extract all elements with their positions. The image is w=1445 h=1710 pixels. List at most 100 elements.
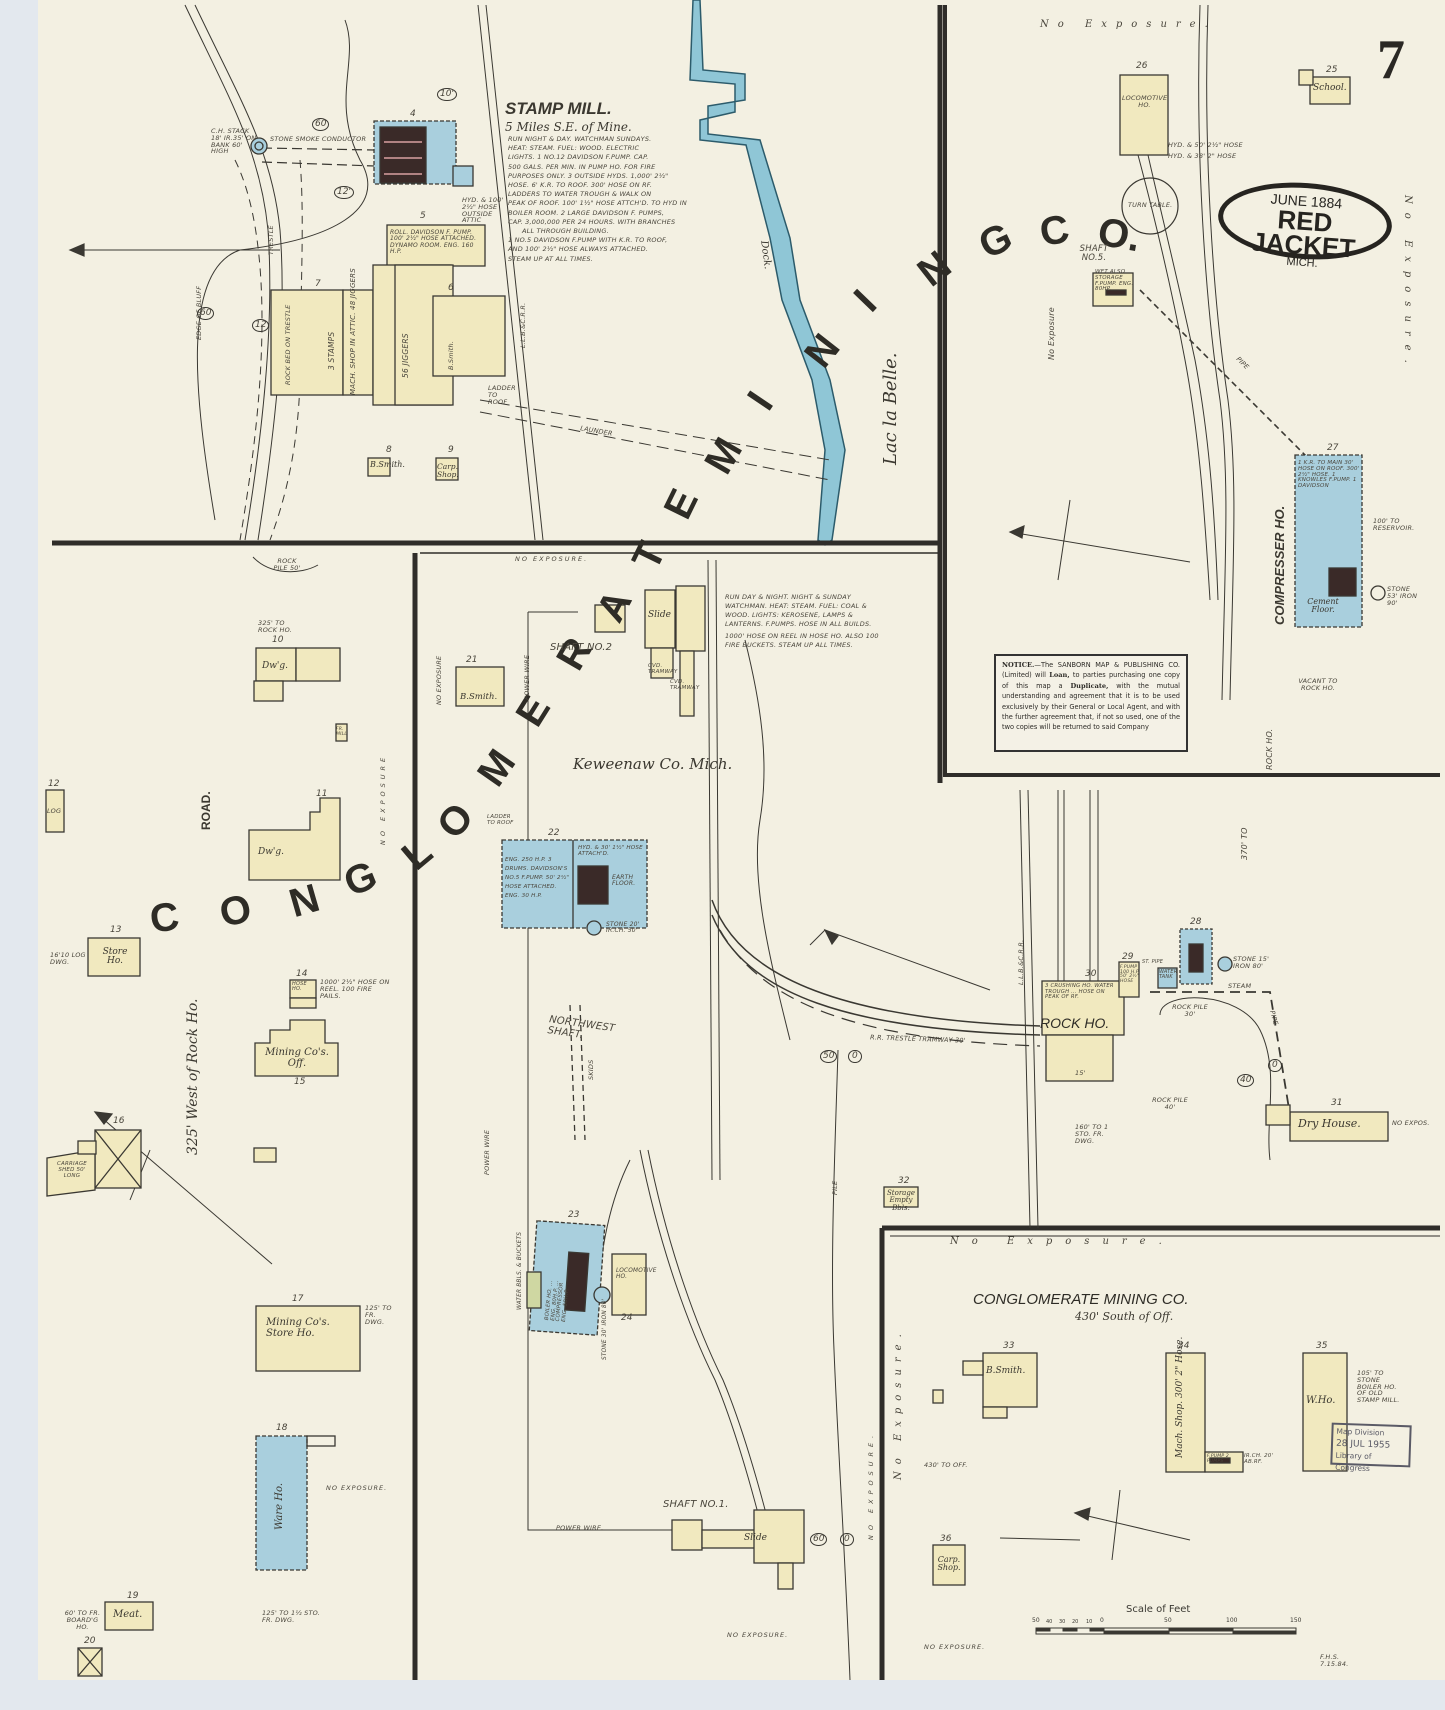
building-36-carpenter-shop [932, 1544, 966, 1586]
stamp-mill-title: STAMP MILL. [505, 99, 612, 118]
building-9 [435, 457, 459, 481]
height-marker: 12 [252, 319, 270, 333]
building-number: 31 [1331, 1098, 1343, 1108]
building-label: Dw'g. [258, 847, 285, 857]
scale-tick: 50 [1164, 1617, 1172, 1624]
large-letter: C [147, 894, 182, 942]
building-number: 20 [84, 1636, 96, 1646]
building-number: 34 [1178, 1341, 1190, 1351]
annotation: HYD. & 50' 2½" HOSE [1168, 141, 1243, 149]
building-label: LOG [47, 807, 62, 815]
building-number: 28 [1190, 917, 1202, 927]
annotation: ST. PIPE [1142, 959, 1164, 965]
building-number: 27 [1327, 443, 1339, 453]
building-label: 56 JIGGERS [401, 333, 410, 378]
notice-text: with the mutual understanding and agreem… [1002, 681, 1180, 732]
building-label: Carp. Shop. [437, 462, 459, 479]
height-marker: 0 [1268, 1059, 1282, 1073]
stamp-line: Library of Congress [1335, 1450, 1372, 1473]
note-line: PURPOSES ONLY. 3 OUTSIDE HYDS. 1,000' 2½… [508, 171, 669, 180]
note-line: HOSE. 6' K.R. TO ROOF. 300' HOSE ON RF. [508, 181, 653, 190]
building-5 [386, 224, 486, 267]
notice-loan: Loan, [1049, 671, 1070, 680]
annotation: STONE 53' IRON 90' [1387, 585, 1418, 607]
stamp-mill-notes: RUN NIGHT & DAY. WATCHMAN SUNDAYS. HEAT:… [508, 135, 687, 264]
building-label: Mining Co's. Store Ho. [266, 1317, 330, 1339]
tramway-label: CVD. TRAMWAY [670, 679, 700, 691]
building-label: Store Ho. [102, 947, 128, 967]
stamp-mill-subtitle: 5 Miles S.E. of Mine. [505, 120, 632, 134]
building-number: 19 [127, 1591, 139, 1601]
building-34-machine-shop [1165, 1352, 1206, 1473]
building-number: 7 [315, 279, 321, 289]
building-13 [87, 937, 141, 977]
publisher-notice: NOTICE.—The SANBORN MAP & PUBLISHING CO.… [994, 654, 1188, 752]
water-tank [1157, 967, 1178, 989]
annotation: 370' TO [1240, 827, 1249, 860]
building-number: 16 [113, 1116, 125, 1126]
building-12 [45, 789, 65, 833]
building-number: 17 [292, 1294, 304, 1304]
building-number: 10 [272, 635, 284, 645]
building-label: ENG. 250 H.P. 3 DRUMS. DAVIDSON'S NO.5 F… [505, 857, 570, 899]
building-number: 5 [420, 211, 426, 221]
sheet-number: 7 [1377, 29, 1405, 91]
building-6 [432, 295, 506, 377]
annotation: ROCK PILE 50' [273, 557, 301, 572]
building-number: 33 [1003, 1341, 1015, 1351]
building-label: COMPRESSER HO. [1272, 505, 1287, 625]
slide-label: Slide [648, 610, 672, 620]
building-label: School. [1313, 83, 1347, 93]
building-29 [1118, 961, 1140, 998]
note-line: AND 100' 2½" HOSE ALWAYS ATTACHED. [508, 245, 649, 254]
building-11 [248, 797, 341, 881]
annotation: SKIDS [587, 1059, 595, 1080]
height-marker: 10' [437, 88, 457, 102]
building-label: EARTH FLOOR. [612, 874, 636, 888]
distance-label: 325' West of Rock Ho. [185, 998, 201, 1155]
height-marker: 60 [197, 307, 215, 321]
note-line: BOILER ROOM. 2 LARGE DAVIDSON F. PUMPS, [508, 208, 665, 217]
building-label: B.Smith. [460, 692, 498, 702]
note-line: 500 GALS. PER MIN. IN PUMP HO. FOR FIRE [508, 162, 656, 171]
exposure-label: NO EXPOSURE. [515, 555, 589, 563]
building-19-meat [104, 1601, 154, 1631]
annotation: LADDER TO ROOF [488, 384, 516, 406]
scale-tick: 30 [1059, 1619, 1066, 1625]
annotation: 430' TO OFF. [924, 1461, 968, 1469]
building-18-ware-house [255, 1435, 308, 1571]
annotation: FR. MILL [336, 727, 348, 737]
scale-tick: 150 [1290, 1617, 1302, 1624]
building-25-school [1309, 76, 1351, 105]
scale-tick: 20 [1072, 1619, 1079, 1625]
building-number: 35 [1316, 1341, 1328, 1351]
building-number: 13 [110, 925, 122, 935]
slide-shaft-2 [594, 604, 626, 633]
building-label: Dw'g. [262, 661, 289, 671]
shaft-label: SHAFT NO.2 [550, 642, 613, 653]
annotation: 125' TO FR. DWG. [365, 1304, 392, 1326]
building-number: 21 [466, 655, 478, 665]
building-label: 3 CRUSHING HO. WATER TROUGH ... HOSE ON … [1045, 983, 1114, 1001]
annotation: ROCK HO. [1265, 728, 1274, 770]
annotation: 325' TO ROCK HO. [258, 619, 292, 634]
building-label: ROCK BED ON TRESTLE [284, 304, 292, 385]
building-number: 23 [568, 1210, 580, 1220]
annotation: IR.CH. 20' AB.RF. [1244, 1453, 1274, 1465]
building-number: 11 [316, 789, 328, 799]
building-15 [254, 1019, 339, 1077]
note-line: 1000' HOSE ON REEL IN HOSE HO. ALSO 100 [725, 632, 879, 640]
annotation: 15' [1075, 1069, 1086, 1077]
annotation: 105' TO STONE BOILER HO. OF OLD STAMP MI… [1357, 1369, 1400, 1405]
annotation: ROCK PILE 30' [1172, 1003, 1208, 1018]
annotation: 160' TO 1 STO. FR. DWG. [1075, 1123, 1109, 1145]
scale-tick: 100 [1226, 1617, 1238, 1624]
rock-house-label: ROCK HO. [1040, 1015, 1110, 1031]
building-number: 36 [940, 1534, 952, 1544]
annotation: NO EXPOSURE. [326, 1484, 388, 1492]
turntable-label: TURN TABLE. [1128, 201, 1173, 209]
annotation: 60' TO FR. BOARD'G HO. [64, 1609, 101, 1631]
building-label: Dry House. [1298, 1117, 1361, 1130]
building-number: 18 [276, 1423, 288, 1433]
exposure-label: No Exposure. [893, 1327, 904, 1480]
